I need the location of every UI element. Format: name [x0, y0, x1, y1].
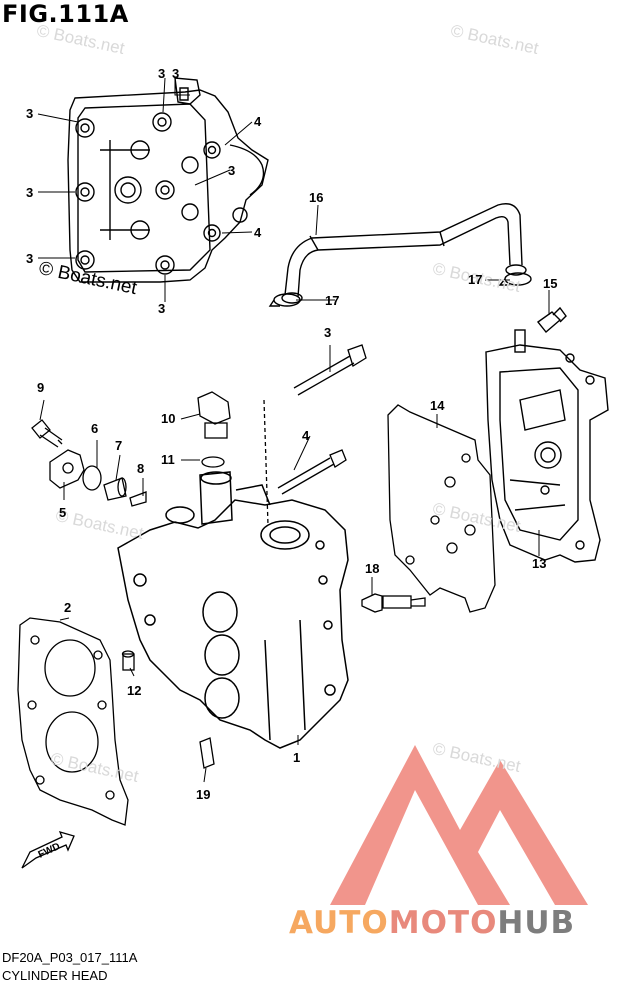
callout-3: 3 [26, 251, 34, 266]
callout-17: 17 [468, 272, 483, 287]
callout-19: 19 [196, 787, 211, 802]
callout-3: 3 [324, 325, 332, 340]
fwd-label: FWD [37, 841, 62, 861]
callout-3: 3 [26, 185, 34, 200]
callout-4: 4 [254, 114, 262, 129]
callout-5: 5 [59, 505, 67, 520]
callout-3: 3 [26, 106, 34, 121]
figure-code: DF20A_P03_017_111A [2, 950, 138, 965]
callout-3: 3 [158, 301, 166, 316]
callout-12: 12 [127, 683, 142, 698]
cylinder-head-cover [485, 329, 609, 563]
callout-17: 17 [325, 293, 340, 308]
small-parts [31, 344, 426, 769]
figure-subtitle: CYLINDER HEAD [2, 968, 108, 983]
callout-3: 3 [228, 163, 236, 178]
callout-2: 2 [64, 600, 72, 615]
callout-7: 7 [115, 438, 123, 453]
callout-6: 6 [91, 421, 99, 436]
callout-9: 9 [37, 380, 45, 395]
callout-3: 3 [158, 66, 166, 81]
callout-3: 3 [172, 66, 180, 81]
cover-gasket [387, 404, 496, 613]
cylinder-head-top-view [67, 77, 269, 283]
brand-wordmark: AUTOMOTOHUB [289, 905, 575, 941]
leader-lines [37, 77, 550, 783]
figure-title: FIG.111A [2, 0, 129, 28]
brand-moto: MOTO [388, 905, 498, 941]
fwd-arrow-icon: FWD [21, 831, 75, 869]
callout-4: 4 [302, 428, 310, 443]
callout-14: 14 [430, 398, 445, 413]
callout-10: 10 [161, 411, 176, 426]
brand-auto: AUTO [289, 905, 389, 941]
callout-11: 11 [161, 452, 175, 467]
head-gasket [17, 617, 129, 826]
callout-15: 15 [543, 276, 558, 291]
brand-hub: HUB [497, 905, 576, 941]
callout-8: 8 [137, 461, 145, 476]
brand-logo-mark [330, 745, 588, 905]
callout-16: 16 [309, 190, 324, 205]
bolt-15 [536, 306, 567, 334]
callout-18: 18 [365, 561, 380, 576]
cylinder-head-main [117, 471, 349, 749]
callout-13: 13 [532, 556, 547, 571]
breather-hose [281, 203, 527, 304]
callout-4: 4 [254, 225, 262, 240]
callout-1: 1 [293, 750, 301, 765]
